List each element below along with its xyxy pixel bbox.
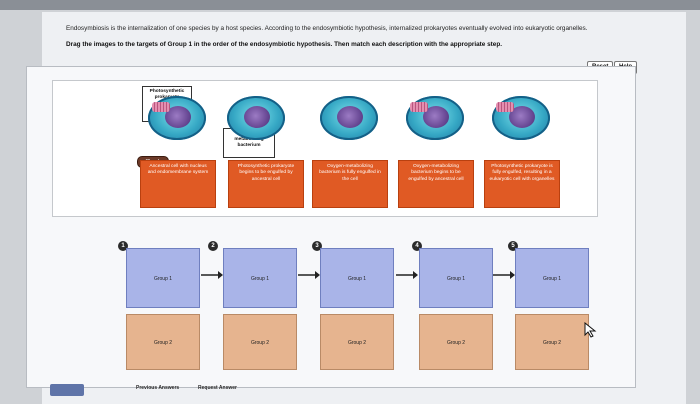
- right-arrow-icon: [396, 271, 418, 279]
- group2-target-1[interactable]: Group 2: [126, 314, 200, 370]
- description-card[interactable]: Photosynthetic prokaryote is fully engul…: [484, 160, 560, 208]
- group2-target-4[interactable]: Group 2: [419, 314, 493, 370]
- right-arrow-icon: [493, 271, 515, 279]
- group1-target-4[interactable]: Group 1: [419, 248, 493, 308]
- request-answer-link[interactable]: Request Answer: [198, 385, 237, 391]
- instructions-text: Drag the images to the targets of Group …: [66, 41, 503, 48]
- cell-image-3[interactable]: [320, 96, 378, 140]
- group2-target-2[interactable]: Group 2: [223, 314, 297, 370]
- mouse-cursor-icon: [584, 322, 597, 338]
- step-number-badge: 5: [508, 241, 518, 251]
- step-number-badge: 3: [312, 241, 322, 251]
- step-number-badge: 4: [412, 241, 422, 251]
- right-arrow-icon: [298, 271, 320, 279]
- right-arrow-icon: [201, 271, 223, 279]
- cell-image-1[interactable]: [148, 96, 206, 140]
- group1-target-1[interactable]: Group 1: [126, 248, 200, 308]
- description-card[interactable]: Oxygen-metabolizing bacterium is fully e…: [312, 160, 388, 208]
- intro-text: Endosymbiosis is the internalization of …: [66, 25, 588, 32]
- description-card[interactable]: Photosynthetic prokaryote begins to be e…: [228, 160, 304, 208]
- previous-answers-link[interactable]: Previous Answers: [136, 385, 180, 391]
- group2-target-3[interactable]: Group 2: [320, 314, 394, 370]
- step-number-badge: 1: [118, 241, 128, 251]
- group1-target-2[interactable]: Group 1: [223, 248, 297, 308]
- cell-image-5[interactable]: [492, 96, 550, 140]
- group1-target-5[interactable]: Group 1: [515, 248, 589, 308]
- group2-target-5[interactable]: Group 2: [515, 314, 589, 370]
- cell-image-4[interactable]: [406, 96, 464, 140]
- step-number-badge: 2: [208, 241, 218, 251]
- description-card[interactable]: Ancestral cell with nucleus and endomemb…: [140, 160, 216, 208]
- submit-button[interactable]: [50, 384, 84, 396]
- cell-image-2[interactable]: [227, 96, 285, 140]
- description-card[interactable]: Oxygen-metabolizing bacterium begins to …: [398, 160, 474, 208]
- group1-target-3[interactable]: Group 1: [320, 248, 394, 308]
- browser-top-strip: [0, 0, 700, 10]
